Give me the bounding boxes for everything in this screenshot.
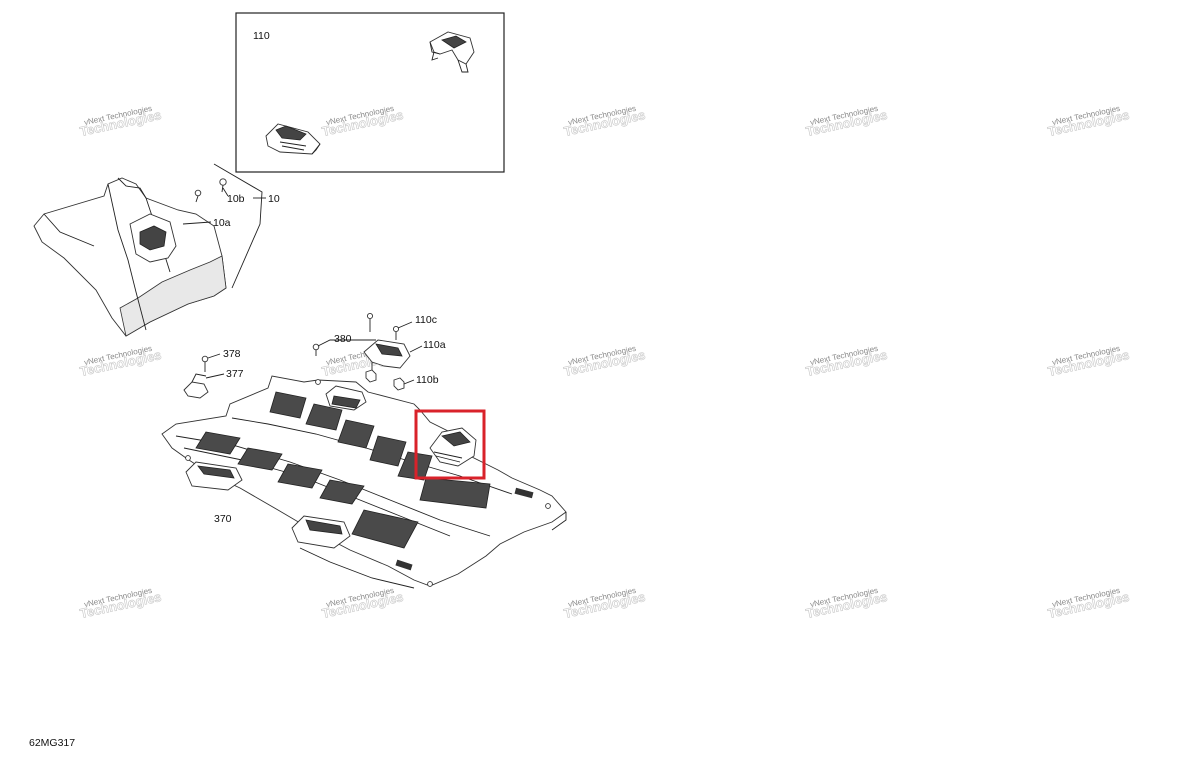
screw-10b-a [219,178,227,193]
nut-110b-a [365,369,377,383]
callout-110c: 110c [415,314,437,326]
screw-380 [312,343,320,356]
callout-378: 378 [223,348,241,360]
callout-110b: 110b [416,374,439,386]
inset-part-upper [429,31,475,73]
callout-110a: 110a [423,339,446,351]
callout-10a: 10a [213,217,231,229]
part-370-skid-plate [161,375,567,589]
nut-110b-b [393,377,405,391]
callout-377: 377 [226,368,244,380]
callout-10: 10 [268,193,280,205]
part-110a-bracket [363,339,411,370]
footrest-left [185,461,243,491]
callout-110: 110 [253,30,270,42]
footrest-center [291,515,351,549]
highlighted-part-110 [414,409,486,480]
screw-110c [366,312,374,332]
clip-377 [183,373,209,399]
leader-lines [182,187,423,385]
screw-378 [201,355,209,372]
callout-370: 370 [214,513,232,525]
drawing-code: 62MG317 [29,737,76,749]
screw-10b-b [194,189,202,203]
screw-110c-b [392,325,400,340]
inset-part-lower [265,123,321,155]
part-10-rear-panel [33,163,263,337]
callout-380: 380 [334,333,352,345]
callout-labels: 110 10 10a 10b 380 110c 110a 110b 378 37… [213,30,446,525]
inset-box-110 [235,12,505,173]
callout-10b: 10b [227,193,245,205]
footrest-rear [325,385,367,411]
